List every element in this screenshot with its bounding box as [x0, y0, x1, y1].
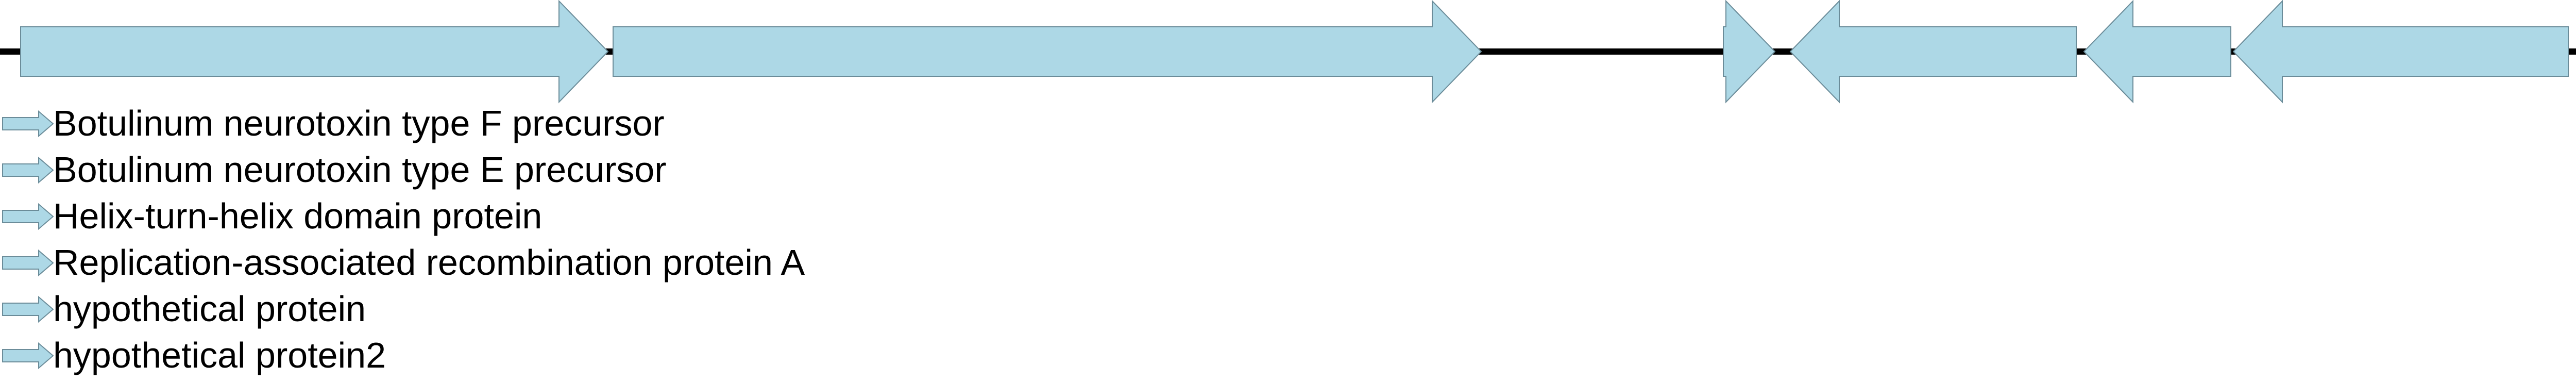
legend-arrow-icon — [2, 249, 54, 277]
legend: Botulinum neurotoxin type F precursor Bo… — [2, 103, 805, 375]
gene-arrow — [1789, 0, 2077, 104]
legend-label: hypothetical protein — [53, 289, 366, 329]
gene-arrow — [613, 0, 1482, 104]
legend-arrow-icon — [2, 110, 54, 138]
legend-label: Botulinum neurotoxin type F precursor — [53, 103, 665, 143]
gene-arrow — [2232, 0, 2569, 104]
gene-arrow — [1723, 0, 1776, 104]
legend-item: Botulinum neurotoxin type E precursor — [2, 150, 667, 190]
legend-arrow-icon — [2, 295, 54, 323]
legend-label: hypothetical protein2 — [53, 335, 386, 375]
legend-item: Replication-associated recombination pro… — [2, 242, 805, 283]
legend-arrow-icon — [2, 203, 54, 230]
legend-arrow-icon — [2, 342, 54, 370]
gene-arrow — [2083, 0, 2231, 104]
legend-item: hypothetical protein — [2, 289, 366, 329]
legend-item: Helix-turn-helix domain protein — [2, 196, 542, 236]
legend-label: Replication-associated recombination pro… — [53, 242, 805, 283]
legend-label: Helix-turn-helix domain protein — [53, 196, 542, 236]
gene-arrow — [20, 0, 609, 104]
legend-item: Botulinum neurotoxin type F precursor — [2, 103, 665, 143]
gene-arrows — [20, 0, 2569, 104]
legend-item: hypothetical protein2 — [2, 335, 386, 375]
legend-arrow-icon — [2, 156, 54, 184]
legend-label: Botulinum neurotoxin type E precursor — [53, 150, 667, 190]
